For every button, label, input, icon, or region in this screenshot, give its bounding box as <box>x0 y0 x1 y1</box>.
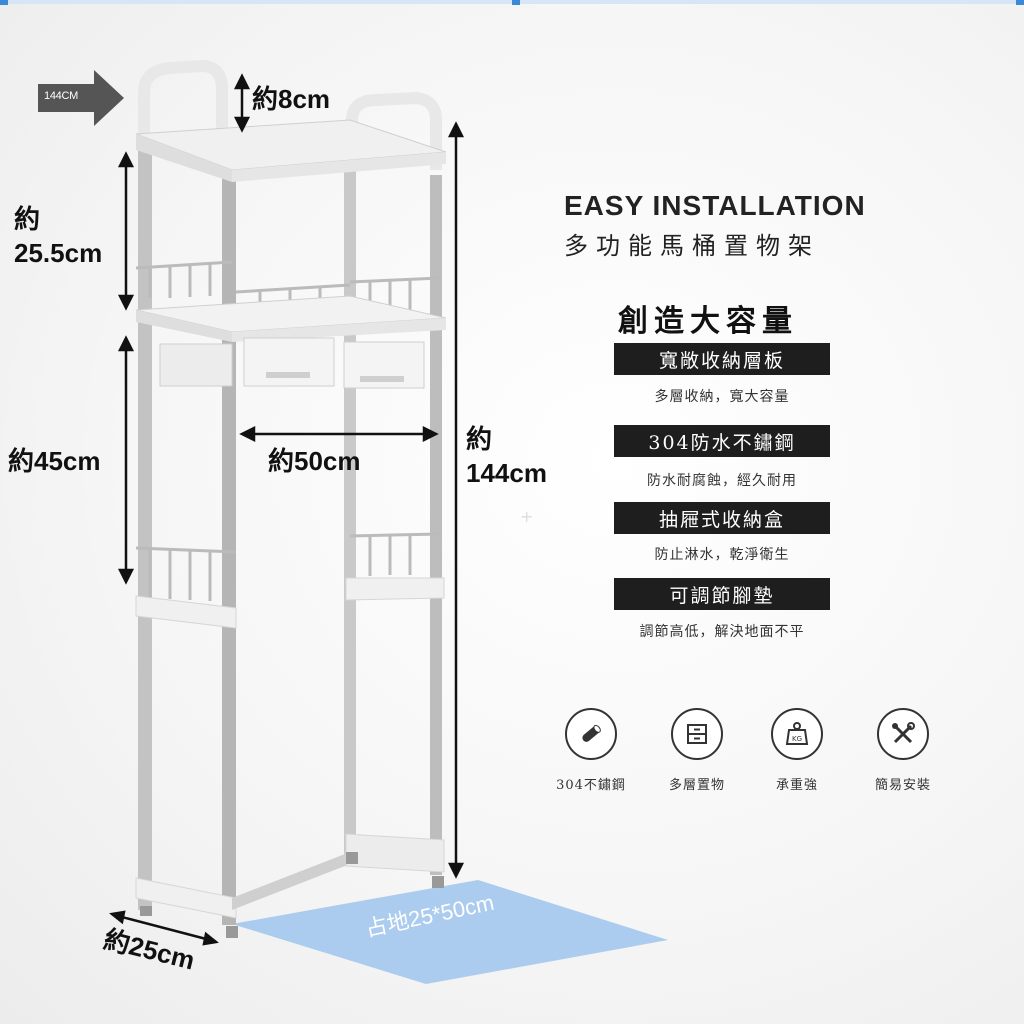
guide-marker <box>1016 0 1024 5</box>
side-band <box>345 577 445 601</box>
feature-desc: 防水耐腐蝕，經久耐用 <box>647 473 797 489</box>
crosshair-mark: + <box>520 507 533 526</box>
dim-top-shelf-2: 25.5cm <box>14 238 103 268</box>
foot-pad <box>226 926 238 938</box>
dim-height-1: 約 <box>466 424 493 454</box>
arrow-tag-text: 144CM <box>44 90 78 102</box>
foot-pad <box>432 876 444 888</box>
drawer-handle <box>360 376 404 382</box>
base-frame <box>135 877 237 919</box>
feature-label: 可調節腳墊 <box>614 578 830 610</box>
feature-heading: 創造大容量 <box>618 304 798 339</box>
title-chinese: 多功能馬桶置物架 <box>564 232 820 260</box>
dimension-arrows <box>109 73 465 946</box>
feature-desc: 防止淋水，乾淨衛生 <box>654 547 790 563</box>
arrow-body <box>38 84 94 112</box>
icon-label: 簡易安裝 <box>874 778 931 793</box>
guide-marker <box>0 0 8 5</box>
dim-lower: 約45cm <box>8 446 101 476</box>
drawer <box>159 343 233 387</box>
hook-rail <box>135 532 441 601</box>
rack-handle <box>138 59 228 150</box>
feature-label: 304防水不鏽鋼 <box>614 425 830 457</box>
rack-post <box>430 175 442 875</box>
weight-icon: KG <box>771 708 823 760</box>
feature-desc: 多層收納，寬大容量 <box>654 389 790 405</box>
steel-tube-icon <box>565 708 617 760</box>
side-band <box>135 595 237 629</box>
dim-height-2: 144cm <box>466 458 547 488</box>
feature-label: 抽屜式收納盒 <box>614 502 830 534</box>
middle-shelf-edge <box>136 310 232 342</box>
drawer-handle <box>266 372 310 378</box>
middle-shelf-edge <box>232 318 446 342</box>
base-frame <box>232 852 350 910</box>
top-shelf-edge <box>232 152 446 182</box>
rack-post <box>138 150 152 910</box>
base-frame <box>345 833 445 873</box>
feature-icon-steel: 304不鏽鋼 <box>536 708 646 793</box>
feature-icon-weight: KG 承重強 <box>742 708 852 793</box>
arrow-head <box>94 70 124 126</box>
tools-icon <box>877 708 929 760</box>
drawer <box>243 337 335 387</box>
foot-pad <box>346 852 358 864</box>
weight-icon-glyph: KG <box>792 735 802 743</box>
height-tag-arrow: 144CM <box>38 70 124 126</box>
rack-handle <box>346 91 442 170</box>
top-guide-line <box>0 0 1024 5</box>
dim-top-shelf-1: 約 <box>14 204 41 234</box>
icon-label: 承重強 <box>775 778 818 793</box>
rack-post <box>222 155 236 925</box>
layers-icon <box>671 708 723 760</box>
title-english: EASY INSTALLATION <box>564 190 866 221</box>
rack-post <box>344 170 356 860</box>
top-shelf-edge <box>136 134 232 182</box>
floor-footprint <box>232 880 668 984</box>
feature-label: 寬敞收納層板 <box>614 343 830 375</box>
feature-icon-layers: 多層置物 <box>642 708 752 793</box>
feature-desc: 調節高低，解決地面不平 <box>639 624 805 640</box>
foot-pad <box>140 906 152 916</box>
icon-label: 304不鏽鋼 <box>556 778 626 793</box>
icon-label: 多層置物 <box>668 778 725 793</box>
guide-marker <box>512 0 520 5</box>
feature-icon-tools: 簡易安裝 <box>848 708 958 793</box>
dim-width: 約50cm <box>268 446 361 476</box>
dim-handle: 約8cm <box>252 84 331 114</box>
